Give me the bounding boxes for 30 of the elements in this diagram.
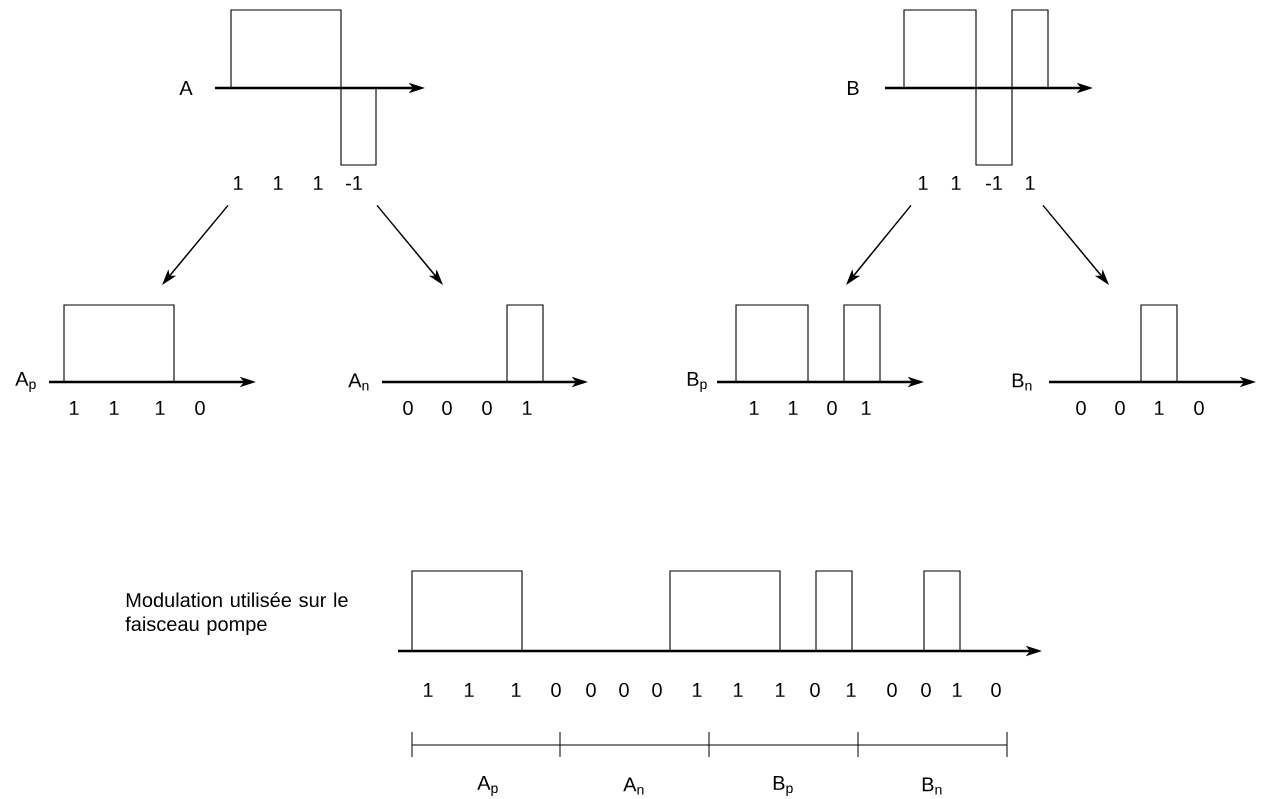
bit-value: 1 bbox=[1025, 176, 1035, 190]
signal-name: B bbox=[848, 81, 859, 95]
signal-name: A$_{n}$ bbox=[348, 373, 369, 391]
segment-label: B$_{n}$ bbox=[922, 777, 942, 795]
bit-value: 1 bbox=[733, 683, 743, 697]
bit-value: 1 bbox=[846, 683, 856, 697]
bit-value: 0 bbox=[619, 682, 629, 698]
bit-value: 1 bbox=[692, 683, 702, 697]
bit-value: 1 bbox=[918, 176, 928, 190]
bit-value: 0 bbox=[586, 682, 596, 698]
signal-name: A bbox=[179, 81, 193, 95]
segment-label: A$_{n}$ bbox=[623, 777, 644, 795]
bit-value: 1 bbox=[775, 683, 785, 697]
bit-value: 1 bbox=[233, 176, 243, 190]
signal-name: B$_{p}$ bbox=[687, 372, 707, 392]
bit-value: 0 bbox=[887, 682, 897, 698]
bit-value: 0 bbox=[991, 682, 1001, 698]
segment-label: B$_{p}$ bbox=[773, 776, 793, 796]
segment-label: A$_{p}$ bbox=[477, 776, 498, 796]
bit-value: 1 bbox=[423, 683, 433, 697]
bit-value: 1 bbox=[464, 683, 474, 697]
bit-value: 0 bbox=[652, 682, 662, 698]
signal-name: A$_{p}$ bbox=[15, 372, 36, 392]
bit-value: 0 bbox=[551, 682, 561, 698]
caption-text: Modulation utilisée sur le faisceau pompe bbox=[125, 592, 348, 636]
bit-value: 1 bbox=[511, 683, 521, 697]
bit-value: 1 bbox=[952, 683, 962, 697]
signal-name: B$_{n}$ bbox=[1012, 373, 1032, 391]
bit-value: 0 bbox=[810, 682, 820, 698]
bit-value: 0 bbox=[921, 682, 931, 698]
